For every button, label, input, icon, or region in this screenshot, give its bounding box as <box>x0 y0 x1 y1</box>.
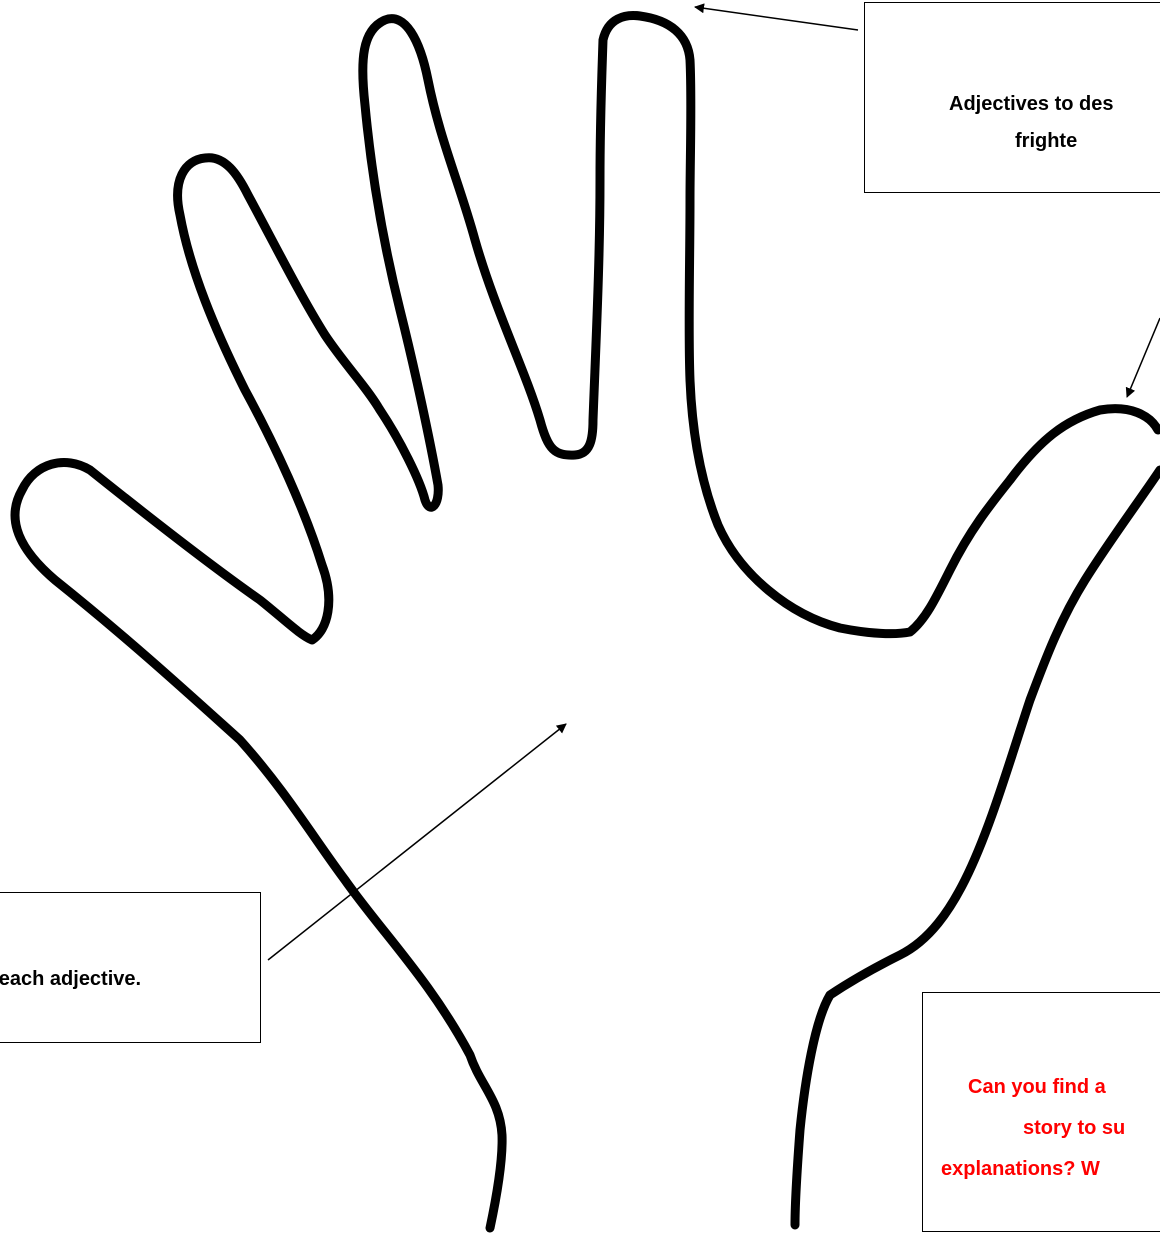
adjectives-prompt-box: I Adjectives to des frighte <box>864 2 1160 193</box>
prompt-line-3: frighte <box>1015 127 1077 155</box>
question-line-1: Can you find a <box>968 1073 1106 1101</box>
question-line-3: explanations? W <box>941 1155 1100 1183</box>
prompt-line-2: Adjectives to des <box>949 90 1114 118</box>
evidence-question-box: Can you find a story to su explanations?… <box>922 992 1160 1232</box>
question-line-2: story to su <box>1023 1114 1125 1142</box>
arrow-to-middle-fingertip <box>695 7 858 30</box>
explanation-line-1: n each adjective. <box>0 965 141 993</box>
explanation-prompt-box: n each adjective. <box>0 892 261 1043</box>
arrow-to-thumb <box>1127 318 1160 397</box>
